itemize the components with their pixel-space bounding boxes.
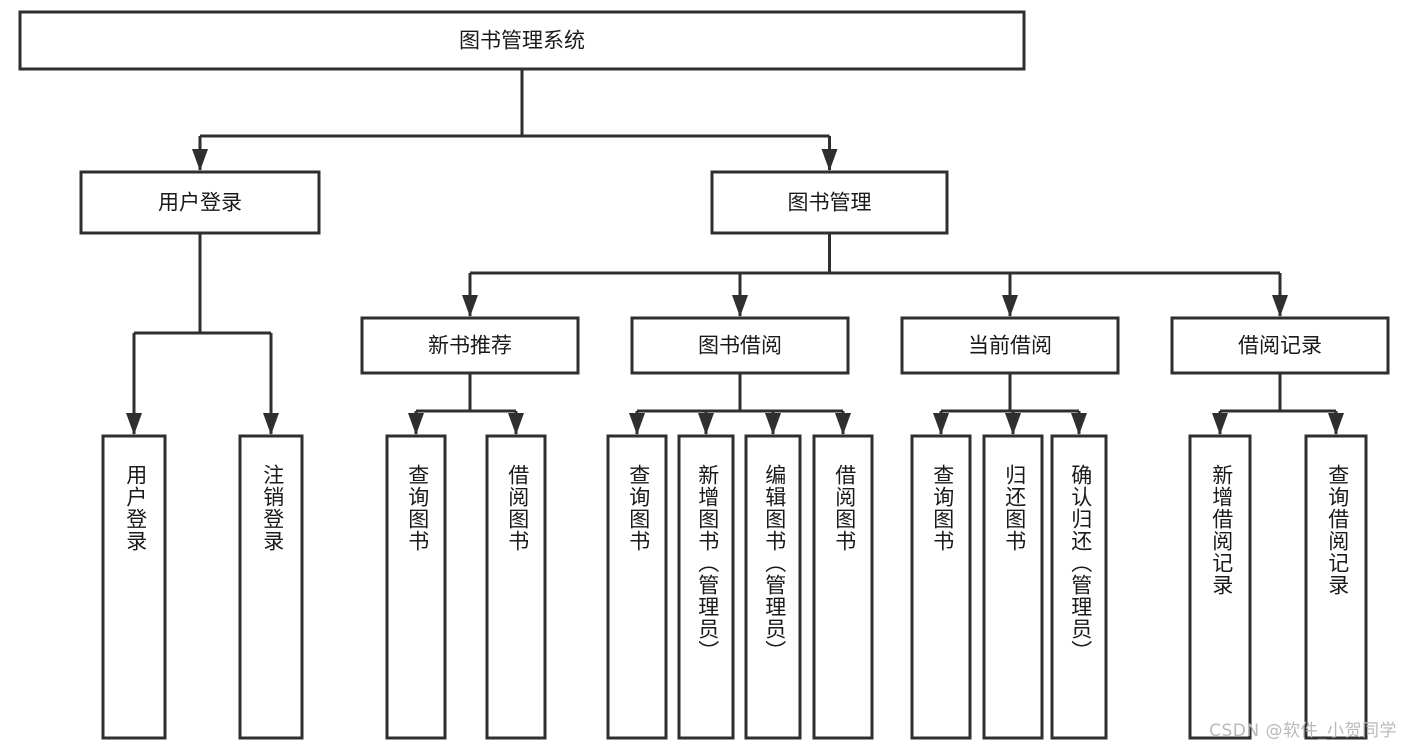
node-level3-1[interactable] [630, 316, 850, 375]
arrow-head-icon-level2-to-level3-3 [1272, 295, 1288, 317]
arrow-head-icon-root-to-level2-0 [192, 149, 208, 171]
arrow-head-icon-to-leaf-6 [765, 413, 781, 435]
arrow-head-icon-to-leaf-2 [408, 413, 424, 435]
node-level3-2[interactable] [900, 316, 1120, 375]
node-leaf-10[interactable] [1050, 434, 1108, 740]
node-label-level2-1: 图书管理 [788, 191, 872, 215]
node-boxes-group [18, 10, 1390, 740]
node-label-root: 图书管理系统 [459, 29, 585, 53]
arrow-head-icon-to-leaf-12 [1328, 413, 1344, 435]
arrow-head-icon-level2-to-level3-2 [1002, 295, 1018, 317]
node-leaf-4[interactable] [606, 434, 668, 740]
node-label-level3-1: 图书借阅 [698, 334, 782, 358]
node-leaf-9[interactable] [982, 434, 1044, 740]
node-root-图书管理系统[interactable] [18, 10, 1026, 71]
node-leaf-5[interactable] [677, 434, 735, 740]
node-label-level3-2: 当前借阅 [968, 334, 1052, 358]
node-label-level2-0: 用户登录 [158, 191, 242, 215]
arrow-head-icon-to-leaf-4 [629, 413, 645, 435]
arrow-head-icon-to-leaf-3 [508, 413, 524, 435]
node-leaf-7[interactable] [812, 434, 874, 740]
connector-lines-group [126, 69, 1344, 435]
node-leaf-12[interactable] [1304, 434, 1368, 740]
node-level2-0[interactable] [79, 170, 321, 235]
node-level3-0[interactable] [360, 316, 580, 375]
node-leaf-6[interactable] [744, 434, 802, 740]
arrow-head-icon-to-leaf-0 [126, 413, 142, 435]
arrow-head-icon-to-leaf-7 [835, 413, 851, 435]
arrow-head-icon-level2-to-level3-1 [732, 295, 748, 317]
arrow-head-icon-to-leaf-10 [1071, 413, 1087, 435]
node-level3-3[interactable] [1170, 316, 1390, 375]
node-leaf-1[interactable] [238, 434, 304, 740]
node-level2-1[interactable] [710, 170, 949, 235]
arrow-head-icon-root-to-level2-1 [821, 149, 838, 171]
arrow-head-icon-to-leaf-1 [263, 413, 279, 435]
arrow-head-icon-to-leaf-8 [933, 413, 949, 435]
arrow-head-icon-to-leaf-11 [1212, 413, 1228, 435]
node-leaf-8[interactable] [910, 434, 972, 740]
node-label-level3-0: 新书推荐 [428, 334, 512, 358]
node-leaf-0[interactable] [101, 434, 167, 740]
csdn-watermark: CSDN @软件_小贺同学 [1209, 721, 1397, 741]
arrow-head-icon-level2-to-level3-0 [462, 295, 478, 317]
arrow-head-icon-to-leaf-5 [698, 413, 714, 435]
arrow-head-icon-to-leaf-9 [1005, 413, 1021, 435]
node-leaf-3[interactable] [485, 434, 547, 740]
node-leaf-2[interactable] [385, 434, 447, 740]
node-label-level3-3: 借阅记录 [1238, 334, 1322, 358]
node-leaf-11[interactable] [1188, 434, 1252, 740]
